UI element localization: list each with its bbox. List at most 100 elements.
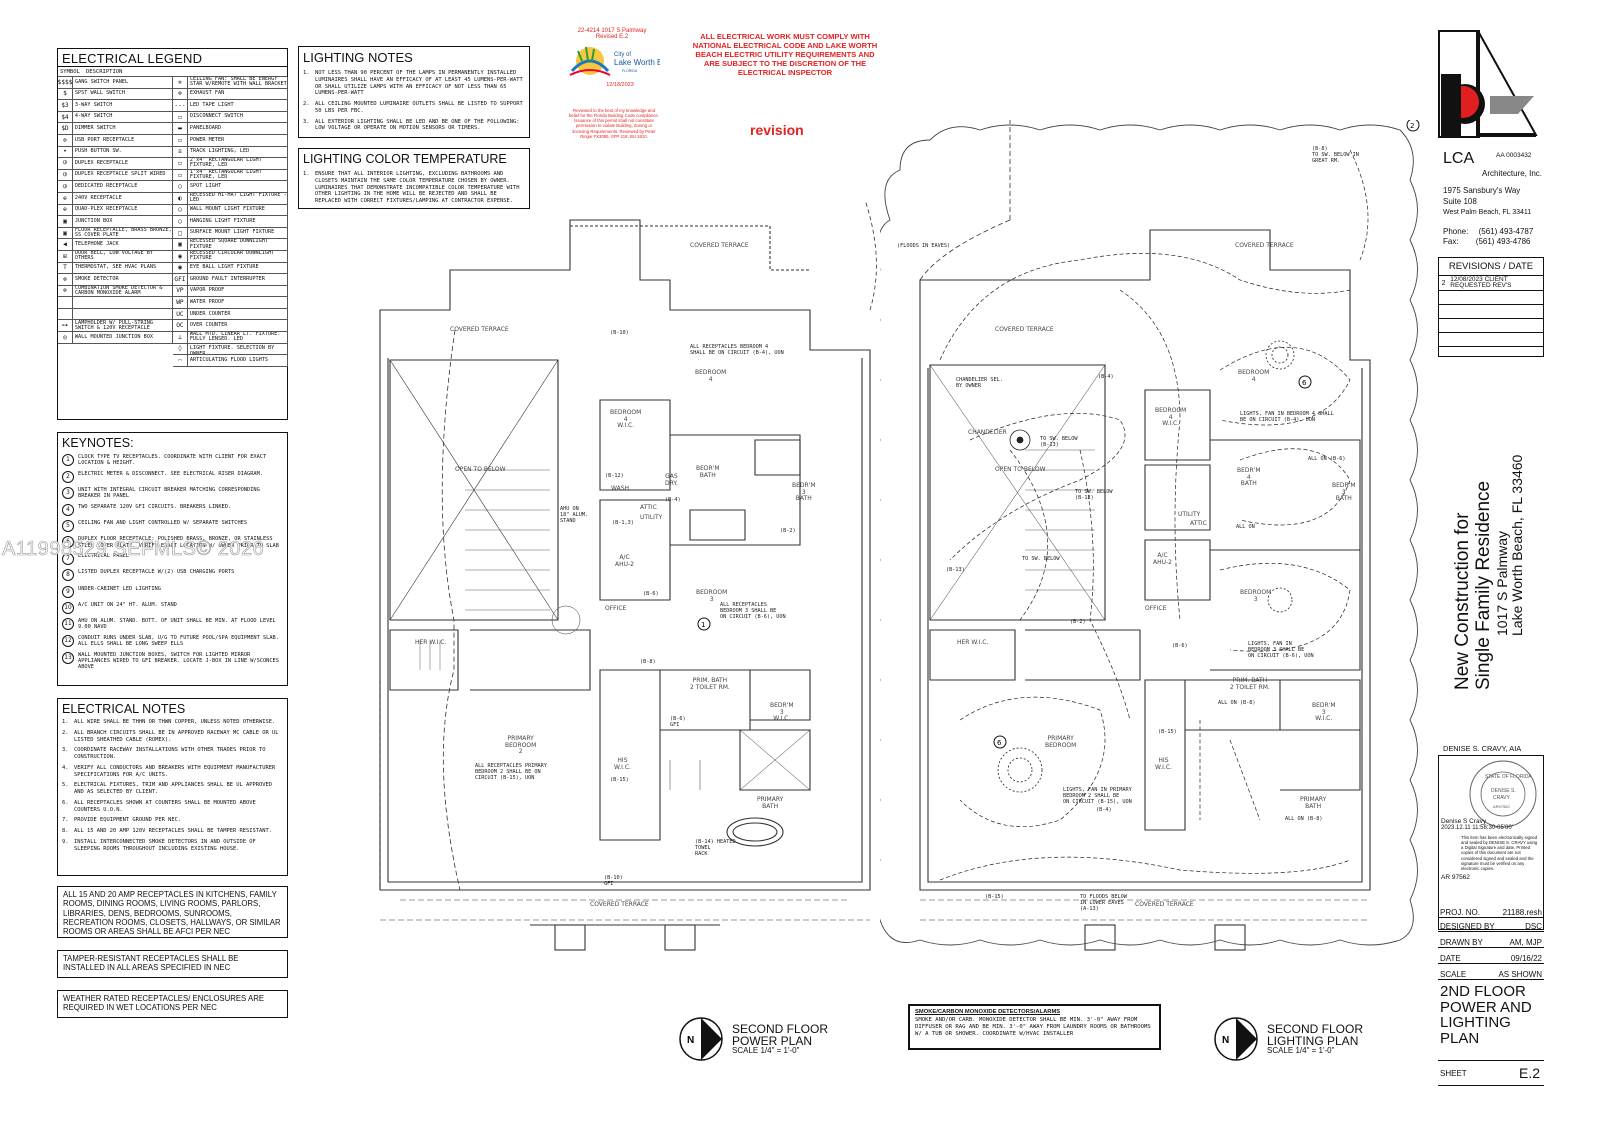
stamp-city: Lake Worth Beach (614, 58, 660, 67)
legend-symbol-icon: $ (58, 88, 73, 100)
legend-description: PANELBOARD (188, 123, 288, 134)
legend-description: EYE BALL LIGHT FIXTURE (188, 262, 288, 274)
afci-note: ALL 15 AND 20 AMP RECEPTACLES IN KITCHEN… (57, 886, 288, 938)
legend-description: GROUND FAULT INTERRUPTER (188, 274, 288, 285)
legend-description: UNDER COUNTER (188, 308, 288, 320)
smoke-detector-note: SMOKE/CARBON MONOXIDE DETECTORS/ALARMS S… (908, 1004, 1161, 1050)
note-number: 1. (303, 171, 310, 177)
legend-row: ⊗SMOKE DETECTOR (58, 274, 173, 286)
note-number: 7. (62, 817, 69, 824)
legend-row: $SPST WALL SWITCH (58, 88, 173, 101)
legend-description: RECESSED HI-HAT LIGHT FIXTURE - LED (189, 192, 288, 204)
keynote-text: WALL MOUNTED JUNCTION BOXES, SWITCH FOR … (78, 651, 279, 671)
power-room-label: COVERED TERRACE (690, 242, 749, 249)
date-label: DATE (1440, 954, 1461, 963)
project-title: New Construction for Single Family Resid… (1452, 430, 1562, 690)
lighting-plan-line1: SECOND FLOOR (1267, 1022, 1364, 1036)
legend-description: ARTICULATED WALL MTD. LED TASK LIGHT FIX… (188, 343, 288, 355)
drawn-label: DRAWN BY (1440, 938, 1483, 947)
architect-name: DENISE S. CRAVY, AIA (1443, 744, 1522, 753)
legend-symbol-icon: ○ (173, 204, 188, 216)
note-item: 3.COORDINATE RACEWAY INSTALLATIONS WITH … (62, 747, 283, 761)
lighting-notes-title: LIGHTING NOTES (303, 50, 413, 65)
sheet-label: SHEET (1440, 1068, 1467, 1078)
fax-label: Fax: (1443, 237, 1459, 246)
light-room-label: COVERED TERRACE (995, 326, 1054, 333)
legend-symbol-icon: ▣ (58, 216, 73, 227)
light-callout: ALL ON (B-6) (1308, 456, 1346, 462)
legend-row: ⊞DOOR BELL, LOW VOLTAGE BY OTHERS (58, 250, 173, 263)
keynote-number-icon: 9 (62, 585, 74, 598)
legend-symbol-icon: VP (173, 285, 188, 297)
note-number: 3. (62, 747, 69, 754)
signature-date: 2023.12.11 11:58:30-05'00' (1441, 825, 1513, 831)
note-number: 4. (62, 764, 69, 771)
light-room-label: PRIM. BATH 2 TOILET RM. (1230, 677, 1270, 691)
keynote-text: AHU ON ALUM. STAND. BOTT. OF UNIT SHALL … (78, 617, 276, 631)
lighting-plan-title: N SECOND FLOOR LIGHTING PLAN SCALE 1/4" … (1213, 1016, 1363, 1062)
legend-row: ▭1'x4' RECTANGULAR LIGHT FIXTURE, LED (173, 169, 288, 182)
legend-row: ⦶DUPLEX RECEPTACLE (58, 158, 173, 170)
note-item: 2.ALL CEILING MOUNTED LUMINAIRE OUTLETS … (303, 101, 525, 115)
weather-note: WEATHER RATED RECEPTACLES/ ENCLOSURES AR… (57, 990, 288, 1018)
keynote-number-icon: 11 (62, 617, 74, 630)
note-item: 3.ALL EXTERIOR LIGHTING SHALL BE LED AND… (303, 119, 525, 133)
compliance-note: ALL ELECTRICAL WORK MUST COMPLY WITH NAT… (692, 32, 878, 77)
legend-symbol-icon: $4 (58, 111, 73, 123)
keynote-text: A/C UNIT ON 24" HT. ALUM. STAND (78, 601, 177, 608)
svg-text:AR97562: AR97562 (1493, 804, 1510, 809)
legend-symbol-icon: $$$$ (57, 77, 73, 88)
light-room-label: BEDR'M 4 BATH (1237, 467, 1261, 488)
legend-row: ▣RECESSED SQUARE DOWNLIGHT FIXTURE (173, 239, 288, 251)
legend-symbol-icon: T (58, 262, 73, 274)
power-room-label: BEDROOM 3 (696, 589, 728, 603)
power-callout: (B-10) (610, 330, 629, 336)
legend-row: ◀TELEPHONE JACK (58, 239, 173, 251)
firm-license: AA 0003432 (1496, 152, 1532, 159)
legend-symbol-icon: ⊕ (58, 204, 73, 216)
legend-description: VAPOR PROOF (188, 285, 288, 297)
power-callout: (B-12) (605, 473, 624, 479)
address-line-3: West Palm Beach, FL 33411 (1443, 208, 1532, 216)
power-callout: ALL RECEPTACLES BEDROOM 4 SHALL BE ON CI… (690, 344, 784, 356)
power-room-label: HER W.I.C. (415, 639, 447, 646)
light-callout: (B-6) (1172, 643, 1188, 649)
legend-description: WALL MOUNT LIGHT FIXTURE (188, 204, 288, 216)
note-text: ALL CEILING MOUNTED LUMINAIRE OUTLETS SH… (315, 101, 523, 114)
light-room-label: COVERED TERRACE (1235, 242, 1294, 249)
note-item: 7.PROVIDE EQUIPMENT GROUND PER NEC. (62, 817, 283, 824)
legend-description: CEILING FAN: SHALL BE ENERGY STAR W/REMO… (189, 77, 288, 88)
power-callout: ALL RECEPTACLES BEDROOM 3 SHALL BE ON CI… (720, 602, 786, 620)
legend-row: ⊜USB PORT RECEPTACLE (58, 134, 173, 147)
legend-right-column: ✲CEILING FAN: SHALL BE ENERGY STAR W/REM… (173, 77, 288, 367)
keynote-number-icon: 4 (62, 503, 74, 516)
smoke-note-title: SMOKE/CARBON MONOXIDE DETECTORS/ALARMS (915, 1009, 1061, 1015)
light-room-label: UTILITY (1178, 511, 1201, 518)
legend-description: WALL MTD. LINEAR LT. FIXTURE. FULLY LENS… (188, 332, 288, 343)
legend-col-description: DESCRIPTION (86, 68, 123, 75)
legend-symbol-icon: • (58, 146, 73, 158)
digital-signature-note: This item has been electronically signed… (1461, 835, 1538, 871)
power-keynote-tag: 1 (701, 621, 705, 629)
sheet-number: E.2 (1518, 1065, 1540, 1081)
power-north-label: N (687, 1035, 694, 1046)
afci-note-text: ALL 15 AND 20 AMP RECEPTACLES IN KITCHEN… (63, 890, 281, 937)
legend-symbol-icon: ▭ (173, 134, 188, 146)
legend-symbol-icon: OC (173, 320, 188, 332)
power-callout: (B-14) HEATED TOWEL RACK (695, 839, 736, 857)
light-callout: (B-15) (985, 894, 1004, 900)
lighting-color-list: 1.ENSURE THAT ALL INTERIOR LIGHTING, EXC… (303, 171, 525, 205)
legend-description: 240V RECEPTACLE (73, 192, 173, 204)
legend-symbol-icon: ⊗ (58, 274, 73, 285)
drawn-value: AM, MJP (1509, 938, 1542, 947)
city-logo-icon: City of Lake Worth Beach FLORIDA (569, 46, 660, 76)
keynote-number-icon: 10 (62, 601, 74, 614)
power-plan-line1: SECOND FLOOR (732, 1022, 829, 1036)
legend-symbol-icon: ⊕ (58, 192, 73, 204)
